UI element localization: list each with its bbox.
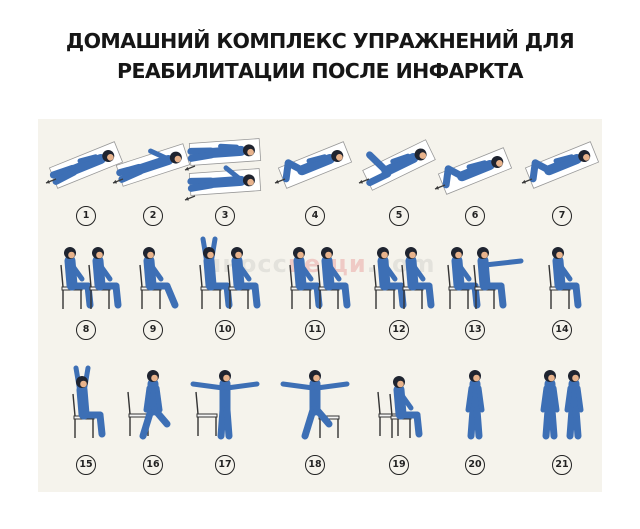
exercise-number-badge: 21 xyxy=(552,455,572,475)
exercise-figure-20 xyxy=(465,370,485,440)
exercise-figure-18 xyxy=(280,370,350,440)
exercise-figure-4 xyxy=(274,141,353,189)
exercise-number-badge: 6 xyxy=(465,206,485,226)
exercise-number-badge: 18 xyxy=(305,455,325,475)
exercise-number-badge: 13 xyxy=(465,320,485,340)
exercise-figure-9 xyxy=(139,247,179,309)
exercise-number-badge: 15 xyxy=(76,455,96,475)
exercise-number-badge: 11 xyxy=(305,320,325,340)
exercise-number-badge: 9 xyxy=(143,320,163,340)
exercise-figure-2 xyxy=(112,143,191,187)
exercise-number-badge: 10 xyxy=(215,320,235,340)
page-title-line-2: РЕАБИЛИТАЦИИ ПОСЛЕ ИНФАРКТА xyxy=(117,59,524,83)
exercise-figure-14 xyxy=(548,247,582,309)
exercise-figure-3 xyxy=(184,138,262,201)
exercise-number-badge: 14 xyxy=(552,320,572,340)
exercise-figure-13 xyxy=(447,247,524,309)
page-title-line-1: ДОМАШНИЙ КОМПЛЕКС УПРАЖНЕНИЙ ДЛЯ xyxy=(65,29,575,53)
exercise-figure-5 xyxy=(358,139,436,191)
exercise-figure-7 xyxy=(521,141,600,189)
exercise-figure-19 xyxy=(377,376,423,438)
exercise-number-badge: 4 xyxy=(305,206,325,226)
exercise-number-badge: 19 xyxy=(389,455,409,475)
exercise-number-badge: 1 xyxy=(76,206,96,226)
exercise-number-badge: 16 xyxy=(143,455,163,475)
exercise-figure-15 xyxy=(72,365,106,438)
exercise-figure-1 xyxy=(45,141,124,189)
exercise-figure-16 xyxy=(127,370,171,440)
exercise-number-badge: 7 xyxy=(552,206,572,226)
exercise-figure-10 xyxy=(199,236,261,309)
exercise-number-badge: 3 xyxy=(215,206,235,226)
exercise-figure-6 xyxy=(434,147,513,195)
exercise-figure-21 xyxy=(540,370,584,440)
exercise-number-badge: 2 xyxy=(143,206,163,226)
exercise-figure-12 xyxy=(373,247,435,309)
exercise-figure-11 xyxy=(289,247,351,309)
exercise-number-badge: 17 xyxy=(215,455,235,475)
exercise-number-badge: 8 xyxy=(76,320,96,340)
exercise-figure-8 xyxy=(60,247,122,309)
exercise-figure-17 xyxy=(190,370,260,440)
exercise-number-badge: 5 xyxy=(389,206,409,226)
exercise-number-badge: 12 xyxy=(389,320,409,340)
exercise-number-badge: 20 xyxy=(465,455,485,475)
